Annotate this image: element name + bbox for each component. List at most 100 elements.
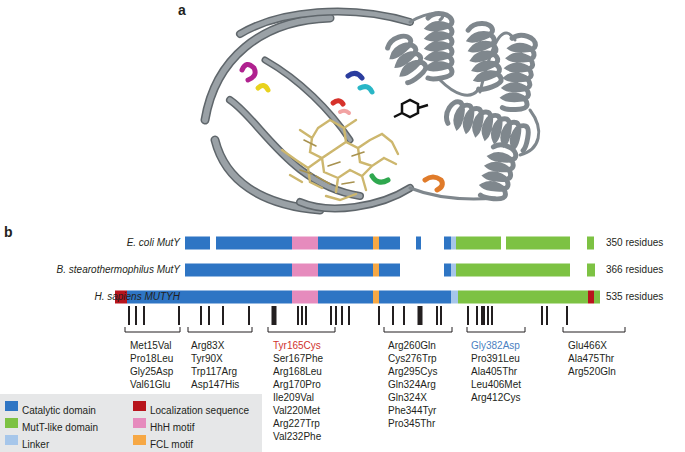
mutation-tick <box>476 306 478 325</box>
beta-strand <box>300 188 410 208</box>
mutation-label: Ile209Val <box>273 392 314 404</box>
mutation-label: Ala405Thr <box>471 366 517 378</box>
domain-segment <box>458 291 588 304</box>
residue-marker <box>258 85 268 90</box>
mutation-tick <box>297 306 299 325</box>
species-label: E. coli MutY <box>127 237 180 249</box>
mutation-tick <box>566 306 568 325</box>
beta-strand <box>265 60 350 140</box>
mutation-tick <box>330 306 332 325</box>
mutation-tick <box>418 306 423 325</box>
group-bracket <box>268 327 335 332</box>
mutation-label: Met15Val <box>130 340 172 352</box>
group-bracket <box>125 327 180 332</box>
domain-segment <box>451 291 458 304</box>
dna-sticks <box>300 140 364 184</box>
residue-marker <box>348 73 362 78</box>
residue-marker <box>425 177 442 190</box>
domain-segment <box>373 237 379 250</box>
residue-marker <box>340 111 349 113</box>
mutation-label: Arg168Leu <box>273 366 322 378</box>
legend-item: Catalytic domain <box>5 400 79 412</box>
mutation-label: Pro391Leu <box>471 353 520 365</box>
domain-segment <box>451 264 456 277</box>
beta-strand <box>230 100 360 196</box>
residue-marker <box>372 176 388 182</box>
mutation-label: Arg260Gln <box>388 340 436 352</box>
legend-text: FCL motif <box>150 439 193 450</box>
domain-segment <box>379 237 400 250</box>
legend-swatch <box>5 401 18 411</box>
domain-segment <box>587 237 594 250</box>
mutation-label: Leu406Met <box>471 379 521 391</box>
mutation-label: Arg520Gln <box>568 366 616 378</box>
mutation-label: Phe344Tyr <box>388 405 436 417</box>
residue-marker <box>360 87 372 92</box>
residue-marker <box>333 101 343 104</box>
legend-panel: Catalytic domainLocalization sequenceMut… <box>0 394 262 452</box>
legend-text: MutT-like domain <box>22 422 98 433</box>
domain-segment <box>373 264 379 277</box>
domain-segment <box>373 291 379 304</box>
dna-sticks <box>282 120 398 200</box>
panel-letter: b <box>4 224 13 240</box>
mutation-tick <box>378 306 380 325</box>
loop <box>440 80 478 95</box>
mutation-tick <box>143 306 145 325</box>
domain-segment <box>594 291 600 304</box>
domain-segment <box>292 237 318 250</box>
length-label: 535 residues <box>606 291 663 303</box>
legend-item: FCL motif <box>133 434 176 446</box>
mutation-tick <box>487 306 489 325</box>
mutation-tick <box>546 306 548 325</box>
mutation-label: Asp147His <box>191 379 239 391</box>
domain-segment <box>451 237 456 250</box>
domain-segment <box>185 264 292 277</box>
domain-segment <box>379 291 451 304</box>
legend-item: HhH motif <box>133 417 177 429</box>
mutation-tick <box>305 306 307 325</box>
beta-strand <box>300 188 410 208</box>
mutation-tick <box>541 306 543 325</box>
group-bracket <box>188 327 252 332</box>
mutation-label: Arg412Cys <box>471 392 520 404</box>
domain-segment <box>506 237 570 250</box>
alpha-helix <box>502 34 536 112</box>
beta-strand <box>265 60 350 140</box>
helix-coil <box>467 22 502 90</box>
length-label: 366 residues <box>606 264 663 276</box>
mutation-tick <box>222 306 224 325</box>
legend-item: MutT-like domain <box>5 417 81 429</box>
alpha-helix <box>467 22 502 90</box>
mutation-label: Pro18Leu <box>130 353 173 365</box>
mutation-tick <box>178 306 180 325</box>
helix-group <box>385 14 536 202</box>
ribbon-group <box>205 12 539 210</box>
mutation-tick <box>128 306 130 325</box>
mutation-label: Trp117Arg <box>191 366 237 378</box>
mutation-label: Tyr165Cys <box>273 340 321 352</box>
mutation-tick <box>301 306 303 325</box>
mutation-tick <box>200 306 202 325</box>
mutation-label: Gln324Arg <box>388 379 436 391</box>
species-label: B. stearothermophilus MutY <box>57 264 180 276</box>
mutation-tick <box>272 306 277 325</box>
helix-coil <box>385 32 428 83</box>
beta-strand <box>230 100 360 196</box>
domain-segment <box>444 237 451 250</box>
mutation-label: Arg83X <box>191 340 224 352</box>
beta-strand <box>205 18 330 120</box>
mutation-label: Arg170Pro <box>273 379 321 391</box>
domain-segment <box>444 264 451 277</box>
mutation-label: Tyr90X <box>191 353 223 365</box>
legend-swatch <box>133 435 146 445</box>
mutation-label: Gly25Asp <box>130 366 173 378</box>
mutation-tick <box>436 306 438 325</box>
mutation-label: Glu466X <box>568 340 607 352</box>
mutation-label: Ala475Thr <box>568 353 614 365</box>
mutation-label: Gln324X <box>388 392 427 404</box>
domain-segment <box>587 264 595 277</box>
beta-strand <box>240 12 410 34</box>
domain-segment <box>216 237 292 250</box>
